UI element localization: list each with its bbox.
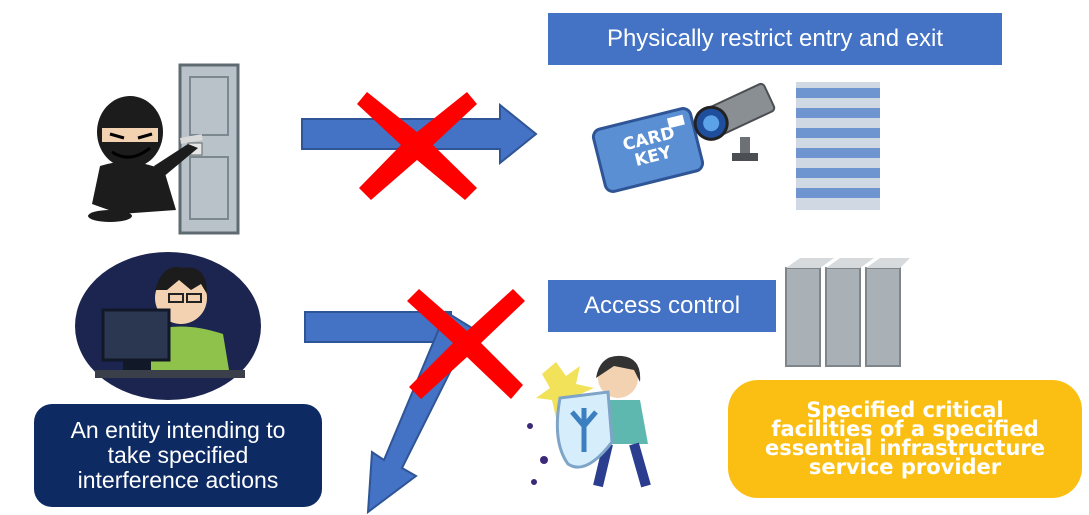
facility-line-3: essential infrastructure [764,436,1046,460]
building-icon [796,82,880,210]
entity-line-3: interference actions [77,467,279,493]
facility-line-1: Specified critical [806,398,1004,422]
facility-line-4: service provider [808,455,1002,479]
access-control-banner: Access control [548,280,776,332]
bottom-cross-icon [407,289,525,399]
top-cross-icon [357,92,477,200]
shield-defender-icon [527,355,651,488]
hacker-computer-icon [75,252,261,400]
facility-line-2: facilities of a specified [771,417,1039,441]
entity-line-2: take specified [107,442,249,468]
malicious-entity-box: An entity intending to take specified in… [34,404,322,507]
access-control-label: Access control [583,292,741,319]
server-racks-icon [785,258,910,367]
physical-restriction-label: Physically restrict entry and exit [606,25,944,52]
card-key-icon [591,107,705,193]
thief-icon [88,96,203,222]
security-camera-icon [693,82,776,161]
critical-facilities-box: Specified critical facilities of a speci… [728,380,1082,498]
physical-restriction-banner: Physically restrict entry and exit [548,13,1002,65]
entity-line-1: An entity intending to [70,417,286,443]
